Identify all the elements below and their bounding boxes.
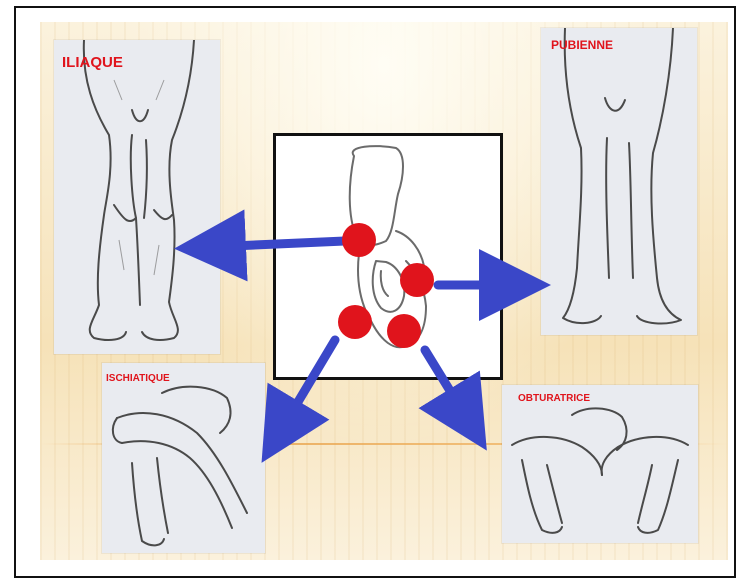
red-dot-iliaque [342,223,376,257]
arrow-to-obturatrice [425,350,468,420]
red-dot-obturatrice [387,314,421,348]
arrow-to-iliaque [210,241,345,247]
red-dot-ischiatique [338,305,372,339]
red-dot-pubienne [400,263,434,297]
arrow-to-ischiatique [280,340,335,432]
